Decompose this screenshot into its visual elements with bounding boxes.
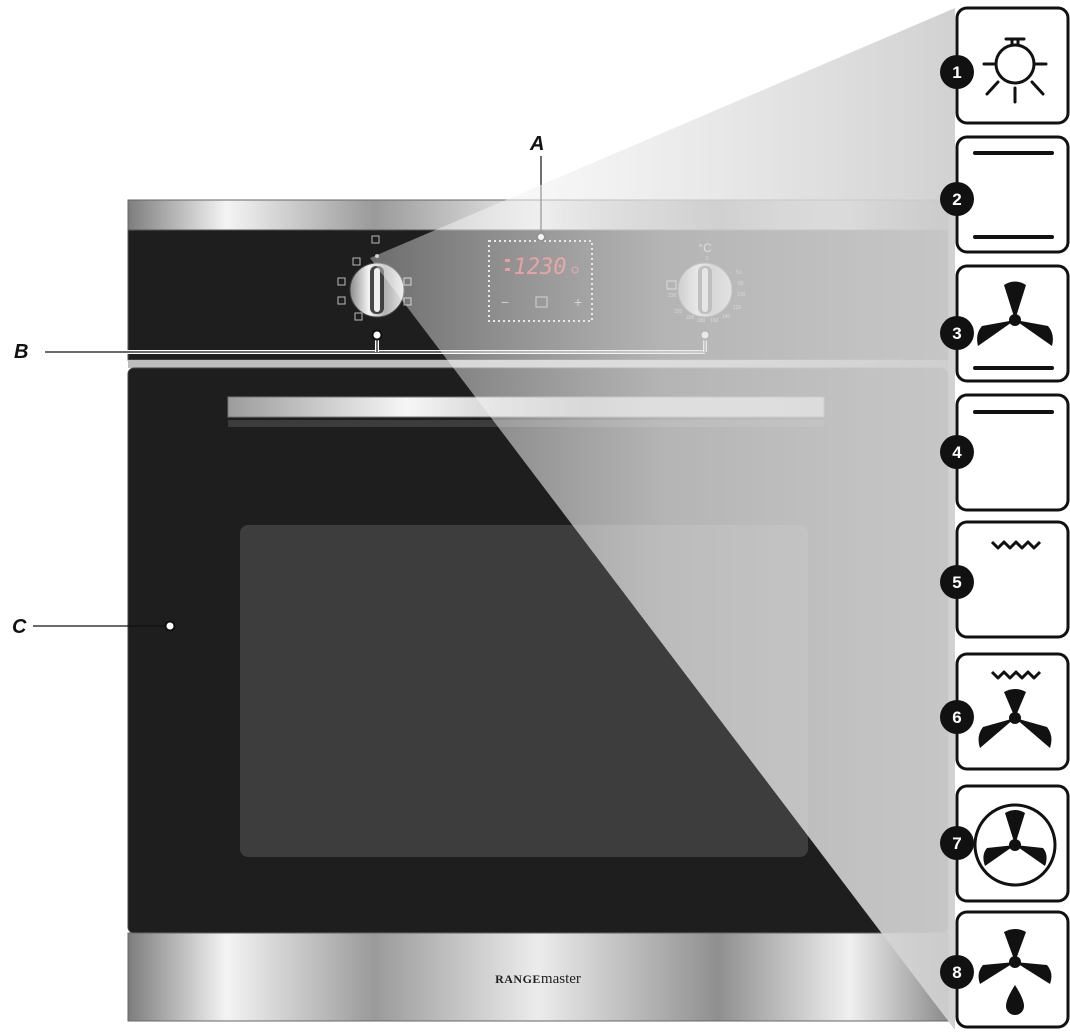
function-panel-8: 8 [940,910,1070,1029]
fan-bottom-heat-icon [973,281,1054,370]
function-panel-5: 5 [940,520,1070,639]
callout-c: C [12,616,176,638]
callout-letter-b: B [14,341,28,363]
defrost-icon [978,929,1052,1015]
function-number-1: 1 [952,63,961,82]
function-icons: 1 2 3 [940,6,1070,1029]
fan-mark-icon [352,257,361,266]
fan-oven-mark-icon [337,277,346,286]
top-bottom-heat-icon [973,151,1054,239]
light-mark-icon [371,235,380,244]
function-number-8: 8 [952,963,961,982]
function-panel-4: 4 [940,393,1070,512]
function-panel-6: 6 [940,652,1070,771]
grill-mark-icon [354,312,363,321]
callout-letter-a: A [529,133,544,155]
function-panel-1: 1 [940,6,1070,125]
magnification-beam [370,8,955,1030]
fan-oven-icon [973,803,1057,887]
function-number-4: 4 [952,443,962,462]
brand-logo: RANGEmaster [495,971,581,987]
function-number-7: 7 [952,834,961,853]
function-panel-2: 2 [940,135,1070,254]
function-number-2: 2 [952,190,961,209]
bottom-trim [127,932,949,1022]
function-number-6: 6 [952,708,961,727]
callout-letter-c: C [12,616,27,638]
fan-grill-icon [978,670,1052,748]
function-number-5: 5 [952,573,961,592]
function-number-3: 3 [952,324,961,343]
function-panel-3: 3 [940,264,1070,383]
light-icon [982,37,1048,104]
function-panel-7: 7 [940,784,1070,903]
defrost-mark-icon [337,296,346,305]
grill-icon [990,540,1042,550]
